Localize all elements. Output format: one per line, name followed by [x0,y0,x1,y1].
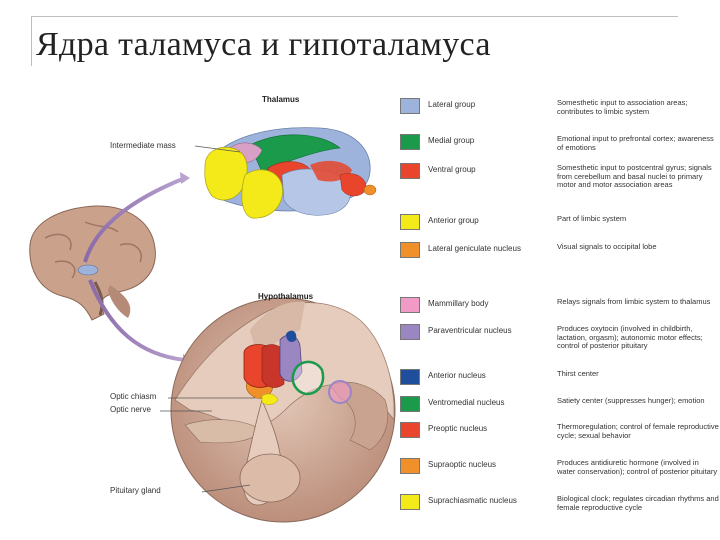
legend-row: Anterior group Part of limbic system [400,214,720,244]
color-swatch [400,324,420,340]
nucleus-function: Thermoregulation; control of female repr… [557,423,719,440]
intermediate-mass-label: Intermediate mass [110,141,176,150]
nucleus-name: Preoptic nucleus [428,424,487,433]
color-swatch [400,422,420,438]
color-swatch [400,163,420,179]
color-swatch [400,369,420,385]
thalamus-label: Thalamus [262,95,299,104]
brain-sagittal-view [30,206,156,320]
nucleus-function: Part of limbic system [557,215,719,224]
optic-nerve-label: Optic nerve [110,405,151,414]
legend-row: Paraventricular nucleus Produces oxytoci… [400,324,720,354]
nucleus-name: Suprachiasmatic nucleus [428,496,517,505]
color-swatch [400,494,420,510]
color-swatch [400,458,420,474]
thalamus-model [205,128,376,219]
nucleus-name: Lateral group [428,100,475,109]
color-swatch [400,242,420,258]
nucleus-function: Relays signals from limbic system to tha… [557,298,719,307]
legend-row: Anterior nucleus Thirst center [400,369,720,399]
legend-row: Lateral group Somesthetic input to assoc… [400,98,720,128]
nucleus-function: Produces oxytocin (involved in childbirt… [557,325,719,351]
optic-chiasm-label: Optic chiasm [110,392,156,401]
hypothalamus-inset [171,298,395,522]
nucleus-name: Ventromedial nucleus [428,398,505,407]
nucleus-name: Lateral geniculate nucleus [428,244,521,253]
color-swatch [400,98,420,114]
pituitary-gland-label: Pituitary gland [110,486,161,495]
legend-row: Ventral group Somesthetic input to postc… [400,163,720,193]
nucleus-name: Supraoptic nucleus [428,460,496,469]
color-swatch [400,297,420,313]
nucleus-name: Ventral group [428,165,476,174]
nucleus-function: Satiety center (suppresses hunger); emot… [557,397,719,406]
nucleus-name: Paraventricular nucleus [428,326,512,335]
nucleus-name: Anterior nucleus [428,371,486,380]
nucleus-function: Emotional input to prefrontal cortex; aw… [557,135,719,152]
legend-row: Medial group Emotional input to prefront… [400,134,720,164]
legend-row: Preoptic nucleus Thermoregulation; contr… [400,422,720,452]
nucleus-function: Biological clock; regulates circadian rh… [557,495,719,512]
nucleus-function: Somesthetic input to association areas; … [557,99,719,116]
nucleus-name: Mammillary body [428,299,488,308]
legend-row: Mammillary body Relays signals from limb… [400,297,720,327]
nucleus-name: Anterior group [428,216,479,225]
nucleus-function: Visual signals to occipital lobe [557,243,719,252]
legend-row: Suprachiasmatic nucleus Biological clock… [400,494,720,524]
nucleus-function: Thirst center [557,370,719,379]
nucleus-function: Produces antidiuretic hormone (involved … [557,459,719,476]
legend-row: Lateral geniculate nucleus Visual signal… [400,242,720,272]
color-swatch [400,214,420,230]
hypothalamus-label: Hypothalamus [258,292,313,301]
legend-row: Supraoptic nucleus Produces antidiuretic… [400,458,720,488]
color-swatch [400,396,420,412]
nucleus-name: Medial group [428,136,474,145]
color-swatch [400,134,420,150]
nucleus-function: Somesthetic input to postcentral gyrus; … [557,164,719,190]
